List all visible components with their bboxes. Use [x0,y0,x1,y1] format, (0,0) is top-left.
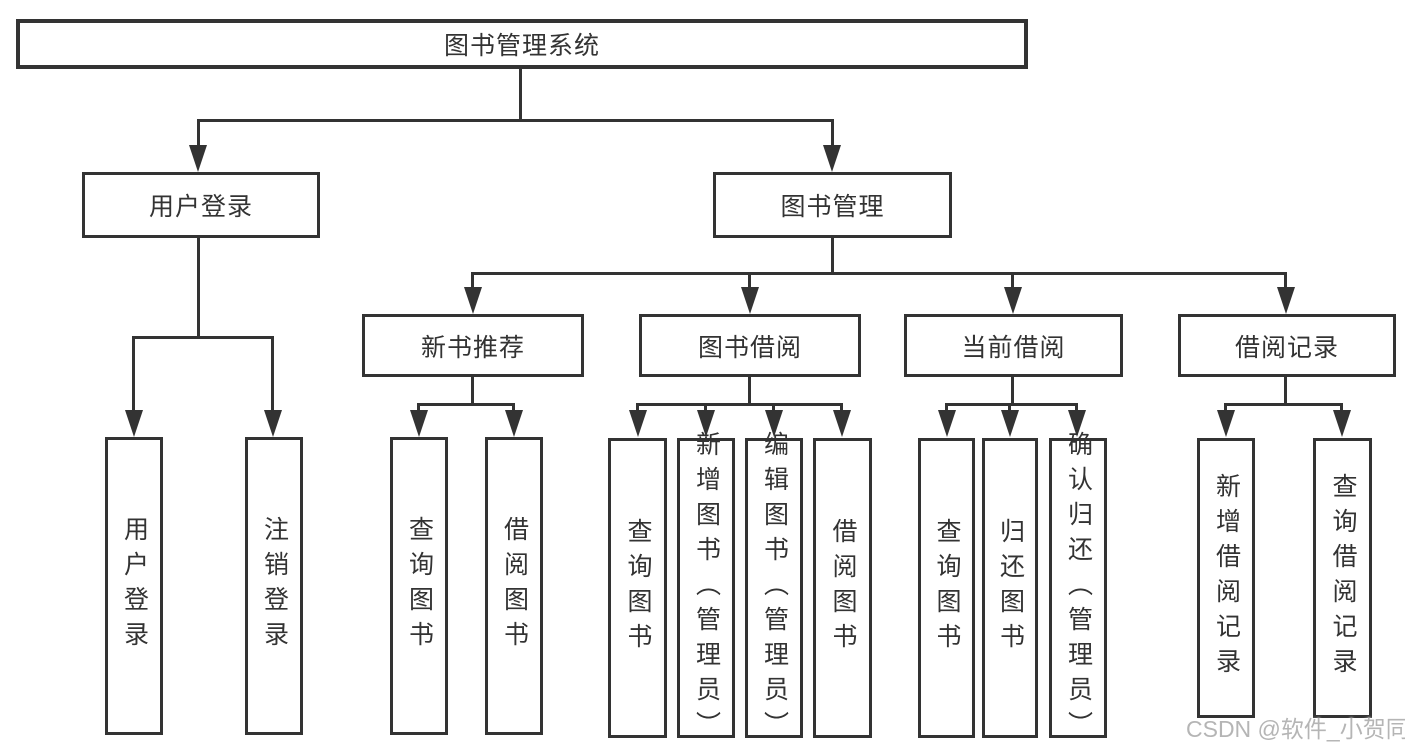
node-label: 查询图书 [624,518,652,658]
node-user-login: 用户登录 [82,172,320,238]
node-label: 编辑图书（管理员） [760,430,789,746]
connector-current-borrow-hline [945,403,1078,406]
node-label: 查询图书 [933,518,961,658]
arrow-down-icon [505,410,523,437]
connector-stem-leaf [840,403,843,411]
arrow-down-icon [765,410,783,437]
node-label: 查询借阅记录 [1329,473,1357,683]
leaf-user-login: 用户登录 [105,437,163,735]
connector-stem-leaf [417,403,420,411]
connector-stem-leaf [772,403,775,411]
connector-stem-leaf [704,403,707,411]
connector-root-hline [198,119,834,122]
node-label: 查询图书 [405,516,434,656]
leaf-query-books-borrow: 查询图书 [608,438,667,738]
connector-new-book-stem [471,377,474,403]
arrow-down-icon [823,145,841,172]
node-label: 确认归还（管理员） [1064,430,1093,746]
leaf-edit-books-admin: 编辑图书（管理员） [745,431,803,746]
connector-stem-leaf [1340,403,1343,411]
connector-stem-borrow-record [1284,272,1287,288]
connector-root-stem [519,69,522,119]
connector-stem-leaf [1224,403,1227,411]
arrow-down-icon [833,410,851,437]
connector-book-borrow-stem [748,377,751,403]
arrow-down-icon [189,145,207,172]
leaf-query-books-recommend: 查询图书 [390,437,448,735]
node-label: 借阅图书 [829,518,857,658]
connector-stem-leaf [271,336,274,411]
connector-stem-user-login [197,119,200,147]
node-label: 当前借阅 [961,333,1066,362]
arrow-down-icon [1001,410,1019,437]
arrow-down-icon [125,410,143,437]
connector-borrow-record-hline [1224,403,1342,406]
node-label: 用户登录 [120,516,149,656]
node-book-borrow: 图书借阅 [639,314,861,377]
arrow-down-icon [629,410,647,437]
connector-stem-leaf [636,403,639,411]
node-label: 借阅记录 [1234,333,1339,362]
connector-stem-leaf [512,403,515,411]
connector-stem-leaf [132,336,135,411]
connector-stem-leaf [945,403,948,411]
connector-stem-leaf [1008,403,1011,411]
node-label: 新增图书（管理员） [692,430,721,746]
leaf-borrow-books-recommend: 借阅图书 [485,437,543,735]
node-label: 用户登录 [148,193,253,221]
connector-borrow-record-stem [1284,377,1287,403]
arrow-down-icon [1004,287,1022,314]
node-label: 新书推荐 [420,333,525,362]
node-borrow-record: 借阅记录 [1178,314,1396,377]
arrow-down-icon [1333,410,1351,437]
arrow-down-icon [1277,287,1295,314]
csdn-watermark: CSDN @软件_小贺同学 [1186,716,1405,742]
arrow-down-icon [697,410,715,437]
connector-stem-book-borrow [748,272,751,288]
leaf-add-books-admin: 新增图书（管理员） [677,431,735,746]
node-label: 新增借阅记录 [1212,473,1241,683]
connector-user-login-stem [197,238,200,336]
arrow-down-icon [1068,410,1086,437]
connector-stem-leaf [1075,403,1078,411]
arrow-down-icon [264,410,282,437]
node-new-book-recommend: 新书推荐 [362,314,584,377]
node-book-management: 图书管理 [713,172,952,238]
node-label: 图书管理 [780,193,885,221]
arrow-down-icon [410,410,428,437]
connector-stem-new-book-recommend [471,272,474,288]
leaf-query-borrow-record: 查询借阅记录 [1313,438,1372,718]
leaf-borrow-books: 借阅图书 [813,438,872,738]
connector-stem-book-management [831,119,834,147]
node-label: 归还图书 [996,518,1025,658]
leaf-query-books-current: 查询图书 [918,438,975,738]
node-label: 图书借阅 [697,333,802,362]
leaf-return-books: 归还图书 [982,438,1038,738]
node-label: 借阅图书 [500,516,529,656]
arrow-down-icon [741,287,759,314]
connector-stem-current-borrow [1011,272,1014,288]
node-label: 图书管理系统 [443,32,600,60]
node-current-borrow: 当前借阅 [904,314,1123,377]
arrow-down-icon [938,410,956,437]
connector-book-management-stem [831,238,834,272]
arrow-down-icon [464,287,482,314]
connector-user-login-hline [132,336,274,339]
connector-book-borrow-hline [636,403,843,406]
connector-current-borrow-stem [1011,377,1014,403]
node-library-management-system: 图书管理系统 [16,19,1028,69]
arrow-down-icon [1217,410,1235,437]
leaf-confirm-return-admin: 确认归还（管理员） [1049,431,1107,746]
connector-new-book-hline [417,403,515,406]
node-label: 注销登录 [260,516,289,656]
connector-book-management-hline [471,272,1287,275]
leaf-logout: 注销登录 [245,437,303,735]
leaf-add-borrow-record: 新增借阅记录 [1197,438,1255,718]
